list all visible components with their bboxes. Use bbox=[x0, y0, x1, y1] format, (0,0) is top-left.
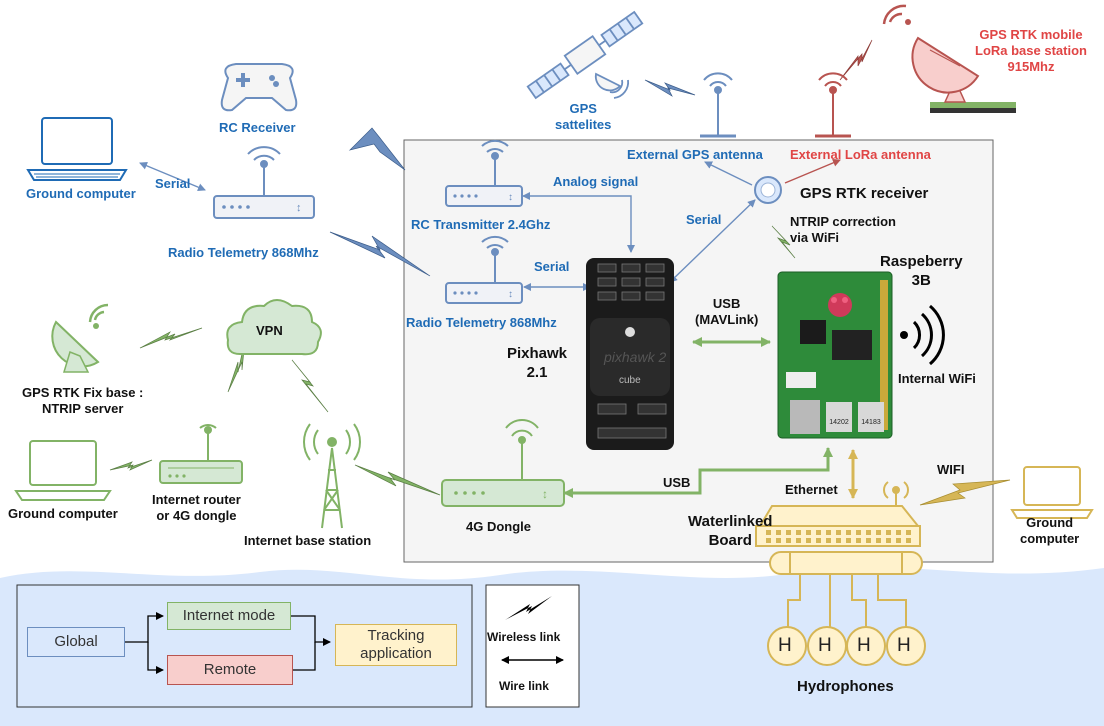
pixhawk-screen-text: pixhawk 2 bbox=[604, 349, 667, 365]
legend-wireless-bolt bbox=[505, 596, 552, 620]
external-gps-antenna-label: External GPS antenna bbox=[627, 147, 763, 162]
lora-antenna bbox=[815, 72, 851, 138]
rc-receiver-label: RC Receiver bbox=[219, 120, 296, 135]
analog-signal-label: Analog signal bbox=[553, 174, 639, 189]
laptop-1 bbox=[26, 117, 128, 181]
svg-text:↕: ↕ bbox=[508, 192, 513, 203]
vpn-label: VPN bbox=[256, 323, 283, 338]
legend-tracking-box: Tracking application bbox=[335, 624, 457, 666]
usb-mavlink-label: USB (MAVLink) bbox=[695, 296, 759, 327]
legend-wireless-label: Wireless link bbox=[487, 630, 561, 644]
gps-rtk-mobile-label: GPS RTK mobile LoRa base station 915Mhz bbox=[975, 27, 1087, 74]
legend-internet-mode-box: Internet mode bbox=[167, 602, 291, 630]
lora-dish-icon bbox=[882, 4, 1016, 113]
radio-telemetry-left-label: Radio Telemetry 868Mhz bbox=[168, 245, 319, 260]
ethernet-label: Ethernet bbox=[785, 482, 838, 497]
router-telemetry-right: ↕ bbox=[445, 235, 523, 304]
hydrophone-cables bbox=[787, 574, 907, 628]
external-lora-antenna-label: External LoRa antenna bbox=[790, 147, 931, 162]
svg-text:↕: ↕ bbox=[542, 487, 548, 501]
legend-global-box: Global bbox=[27, 627, 125, 657]
internet-router bbox=[159, 424, 243, 484]
cell-tower-icon bbox=[303, 423, 361, 529]
internal-wifi-label: Internal WiFi bbox=[898, 371, 976, 386]
pixhawk-label: Pixhawk 2.1 bbox=[507, 345, 568, 381]
usb-label: USB bbox=[663, 475, 691, 490]
hydrophone-2-letter: H bbox=[818, 635, 832, 656]
raspberry-pi-board: 14202 14183 bbox=[777, 271, 893, 439]
svg-text:↕: ↕ bbox=[296, 202, 302, 214]
lora-wire-link bbox=[784, 159, 841, 184]
router-rc-transmitter: ↕ bbox=[445, 139, 523, 207]
radio-telemetry-right-label: Radio Telemetry 868Mhz bbox=[406, 315, 557, 330]
serial-2-label: Serial bbox=[534, 259, 570, 274]
ground-computer-2-label: Ground computer bbox=[8, 506, 118, 521]
legend-flow-lines bbox=[125, 612, 331, 674]
dongle-4g: ↕ bbox=[441, 419, 565, 507]
svg-text:14202: 14202 bbox=[829, 419, 849, 426]
hydrophone-3-letter: H bbox=[857, 635, 871, 656]
usb-dongle-link bbox=[563, 447, 833, 498]
waterlinked-wifi-icon bbox=[883, 481, 909, 506]
waterlinked-board bbox=[755, 505, 923, 575]
wireless-bolts bbox=[109, 39, 1011, 506]
laptop-3 bbox=[1010, 466, 1094, 519]
legend-wire-label: Wire link bbox=[499, 679, 549, 693]
internet-router-label: Internet router or 4G dongle bbox=[152, 492, 241, 523]
svg-text:14183: 14183 bbox=[861, 419, 881, 426]
rc-transmitter-label: RC Transmitter 2.4Ghz bbox=[411, 217, 551, 232]
serial-1-label: Serial bbox=[155, 176, 191, 191]
pixhawk-device bbox=[586, 258, 674, 450]
vpn-cloud bbox=[226, 299, 322, 356]
gps-rtk-receiver-label: GPS RTK receiver bbox=[800, 185, 929, 202]
ground-computer-1-label: Ground computer bbox=[26, 186, 136, 201]
internal-wifi-icon bbox=[900, 304, 945, 366]
blue-wire-links bbox=[139, 161, 756, 291]
pixhawk-cube-text: cube bbox=[619, 375, 641, 386]
router-telemetry-left: ↕ bbox=[213, 146, 315, 219]
serial-3-label: Serial bbox=[686, 212, 722, 227]
gps-satellites-label: GPS sattelites bbox=[555, 101, 612, 132]
satellite-icon bbox=[526, 10, 644, 100]
legend-remote-box: Remote bbox=[167, 655, 293, 685]
hydrophone-1-letter: H bbox=[778, 635, 792, 656]
ntrip-correction-label: NTRIP correction via WiFi bbox=[790, 214, 896, 245]
gps-fix-dish-icon bbox=[51, 303, 109, 373]
waterlinked-label: Waterlinked Board bbox=[688, 513, 773, 549]
wifi-label: WIFI bbox=[937, 462, 965, 477]
raspberry-label: Raspeberry 3B bbox=[880, 253, 963, 289]
hydrophones-label: Hydrophones bbox=[797, 678, 894, 695]
svg-text:↕: ↕ bbox=[508, 289, 513, 300]
ground-computer-3-label: Ground computer bbox=[1020, 515, 1080, 546]
hydrophone-circles bbox=[767, 626, 926, 666]
laptop-2 bbox=[14, 440, 112, 501]
gps-antenna bbox=[700, 72, 736, 138]
gps-rtk-fix-label: GPS RTK Fix base : NTRIP server bbox=[22, 385, 144, 416]
dongle-4g-label: 4G Dongle bbox=[466, 519, 532, 534]
gamepad-icon bbox=[220, 63, 298, 112]
legend-link-box bbox=[485, 584, 580, 708]
internet-base-station-label: Internet base station bbox=[244, 533, 372, 548]
hydrophone-4-letter: H bbox=[897, 635, 911, 656]
